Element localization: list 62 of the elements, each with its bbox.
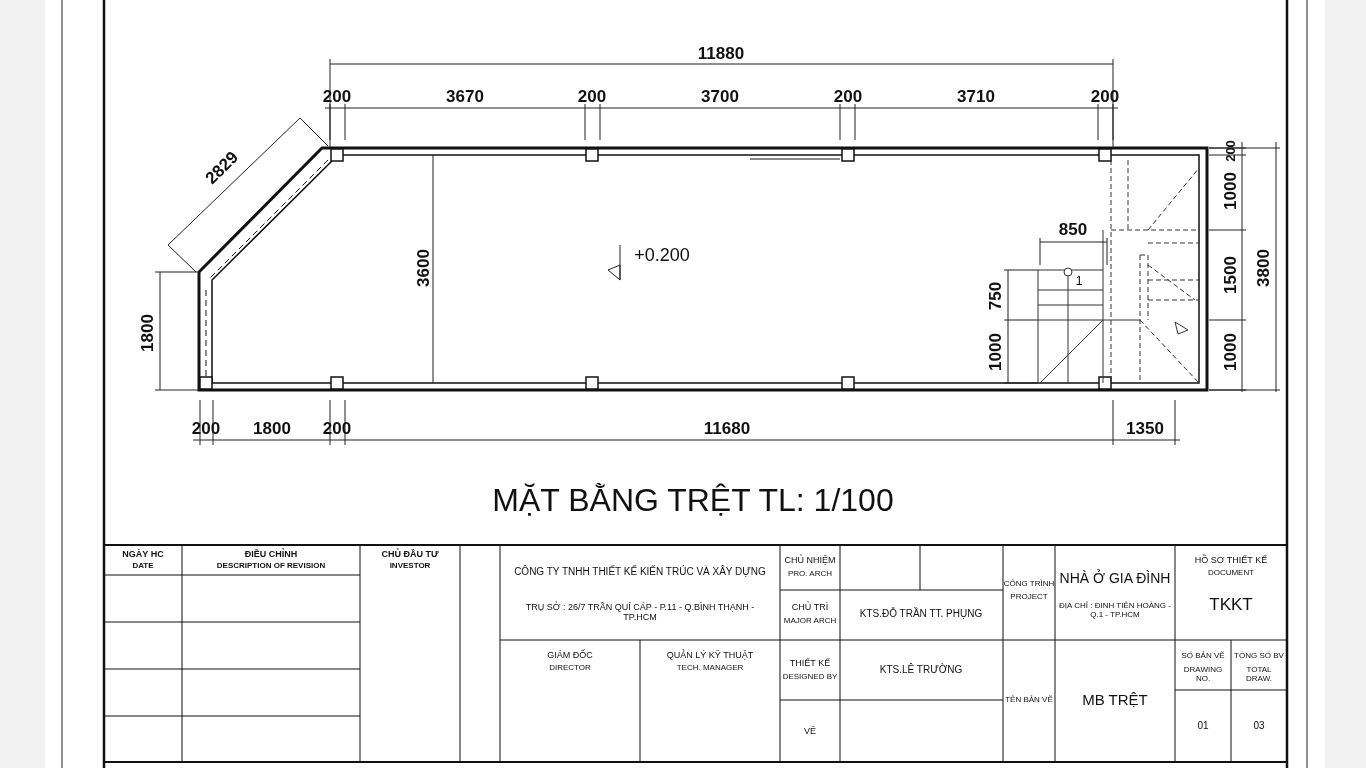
field-subheading: DIRECTOR xyxy=(549,663,591,673)
dimension-text: 3710 xyxy=(957,87,995,107)
field-subheading: DATE xyxy=(132,561,154,571)
field-heading: HỒ SƠ THIẾT KẾ xyxy=(1194,554,1268,566)
company-text: CÔNG TY TNHH THIẾT KẾ KIẾN TRÚC VÀ XÂY DỰNG xyxy=(513,566,767,578)
dimension-text: 1500 xyxy=(1221,256,1241,294)
dimension-text: 200 xyxy=(1090,87,1120,107)
dimension-text: 1350 xyxy=(1126,419,1164,439)
field-heading: VẼ xyxy=(804,725,816,737)
field-heading: CHỦ NHIỆM xyxy=(784,554,836,566)
dimension-text: 3800 xyxy=(1254,249,1274,287)
dimension-text: 3670 xyxy=(446,87,484,107)
dimension-text: 200 xyxy=(1223,140,1239,162)
dimension-text: 1800 xyxy=(138,314,158,352)
sheet-number: 01 xyxy=(1197,720,1209,732)
step-number: 1 xyxy=(1075,273,1083,289)
field-heading: QUẢN LÝ KỸ THUẬT xyxy=(666,649,754,661)
name-text: KTS.LÊ TRƯỜNG xyxy=(879,664,963,676)
field-heading: GIÁM ĐỐC xyxy=(547,649,593,661)
address-text: ĐỊA CHỈ : ĐINH TIÊN HOÀNG - Q.1 - TP.HCM xyxy=(1059,600,1171,620)
document-code: TKKT xyxy=(1209,595,1253,615)
field-subheading: TECH. MANAGER xyxy=(676,663,744,673)
name-text: KTS.ĐỖ TRẦN TT. PHỤNG xyxy=(859,608,983,620)
dimension-text: 1800 xyxy=(253,419,291,439)
field-heading: ĐIỀU CHỈNH xyxy=(244,548,298,560)
field-heading: TỔNG SỐ BV xyxy=(1233,651,1285,661)
field-subheading: PRO. ARCH xyxy=(788,569,832,579)
field-subheading: DRAWING NO. xyxy=(1182,664,1224,684)
field-heading: SỐ BẢN VẼ xyxy=(1180,651,1226,661)
field-heading: CÔNG TRÌNH xyxy=(1003,579,1055,589)
dimension-text: 1000 xyxy=(1221,172,1241,210)
field-heading: NGÀY HC xyxy=(122,548,164,560)
dimension-text: 3700 xyxy=(701,87,739,107)
field-heading: CHỦ ĐẦU TƯ xyxy=(381,548,439,560)
dimension-text: 200 xyxy=(191,419,221,439)
dimension-text: 750 xyxy=(986,281,1006,311)
dimension-text: 200 xyxy=(322,87,352,107)
dimension-text: 11680 xyxy=(703,419,751,439)
project-name: NHÀ Ở GIA ĐÌNH xyxy=(1059,569,1171,587)
level-text: +0.200 xyxy=(634,244,690,266)
dimension-text: 1000 xyxy=(986,333,1006,371)
field-subheading: MAJOR ARCH xyxy=(783,616,837,626)
dimension-text: 200 xyxy=(322,419,352,439)
dimension-text: 1000 xyxy=(1221,333,1241,371)
field-subheading: TOTAL DRAW. xyxy=(1245,664,1273,684)
field-subheading: DOCUMENT xyxy=(1207,568,1255,578)
field-subheading: DESCRIPTION OF REVISION xyxy=(216,561,326,571)
field-subheading: DESIGNED BY xyxy=(782,672,838,682)
field-heading: CHỦ TRÌ xyxy=(791,601,829,613)
dimension-text: 850 xyxy=(1058,220,1088,240)
address-text: TRỤ SỞ : 26/7 TRẦN QUÍ CÁP - P.11 - Q.BÌNH THẠNH - TP.HCM xyxy=(524,601,756,623)
field-subheading: PROJECT xyxy=(1010,592,1048,602)
field-heading: TÊN BẢN VẼ xyxy=(1005,695,1053,705)
dimension-text: 200 xyxy=(833,87,863,107)
drawing-name: MB TRỆT xyxy=(1082,691,1148,709)
dimension-text: 3600 xyxy=(414,249,434,287)
field-heading: THIẾT KẾ xyxy=(789,657,831,669)
field-subheading: INVESTOR xyxy=(389,561,431,571)
sheet-number: 03 xyxy=(1253,720,1265,732)
dimension-text: 11880 xyxy=(697,44,745,64)
drawing-title: MẶT BẰNG TRỆT TL: 1/100 xyxy=(492,481,894,519)
dimension-text: 200 xyxy=(577,87,607,107)
